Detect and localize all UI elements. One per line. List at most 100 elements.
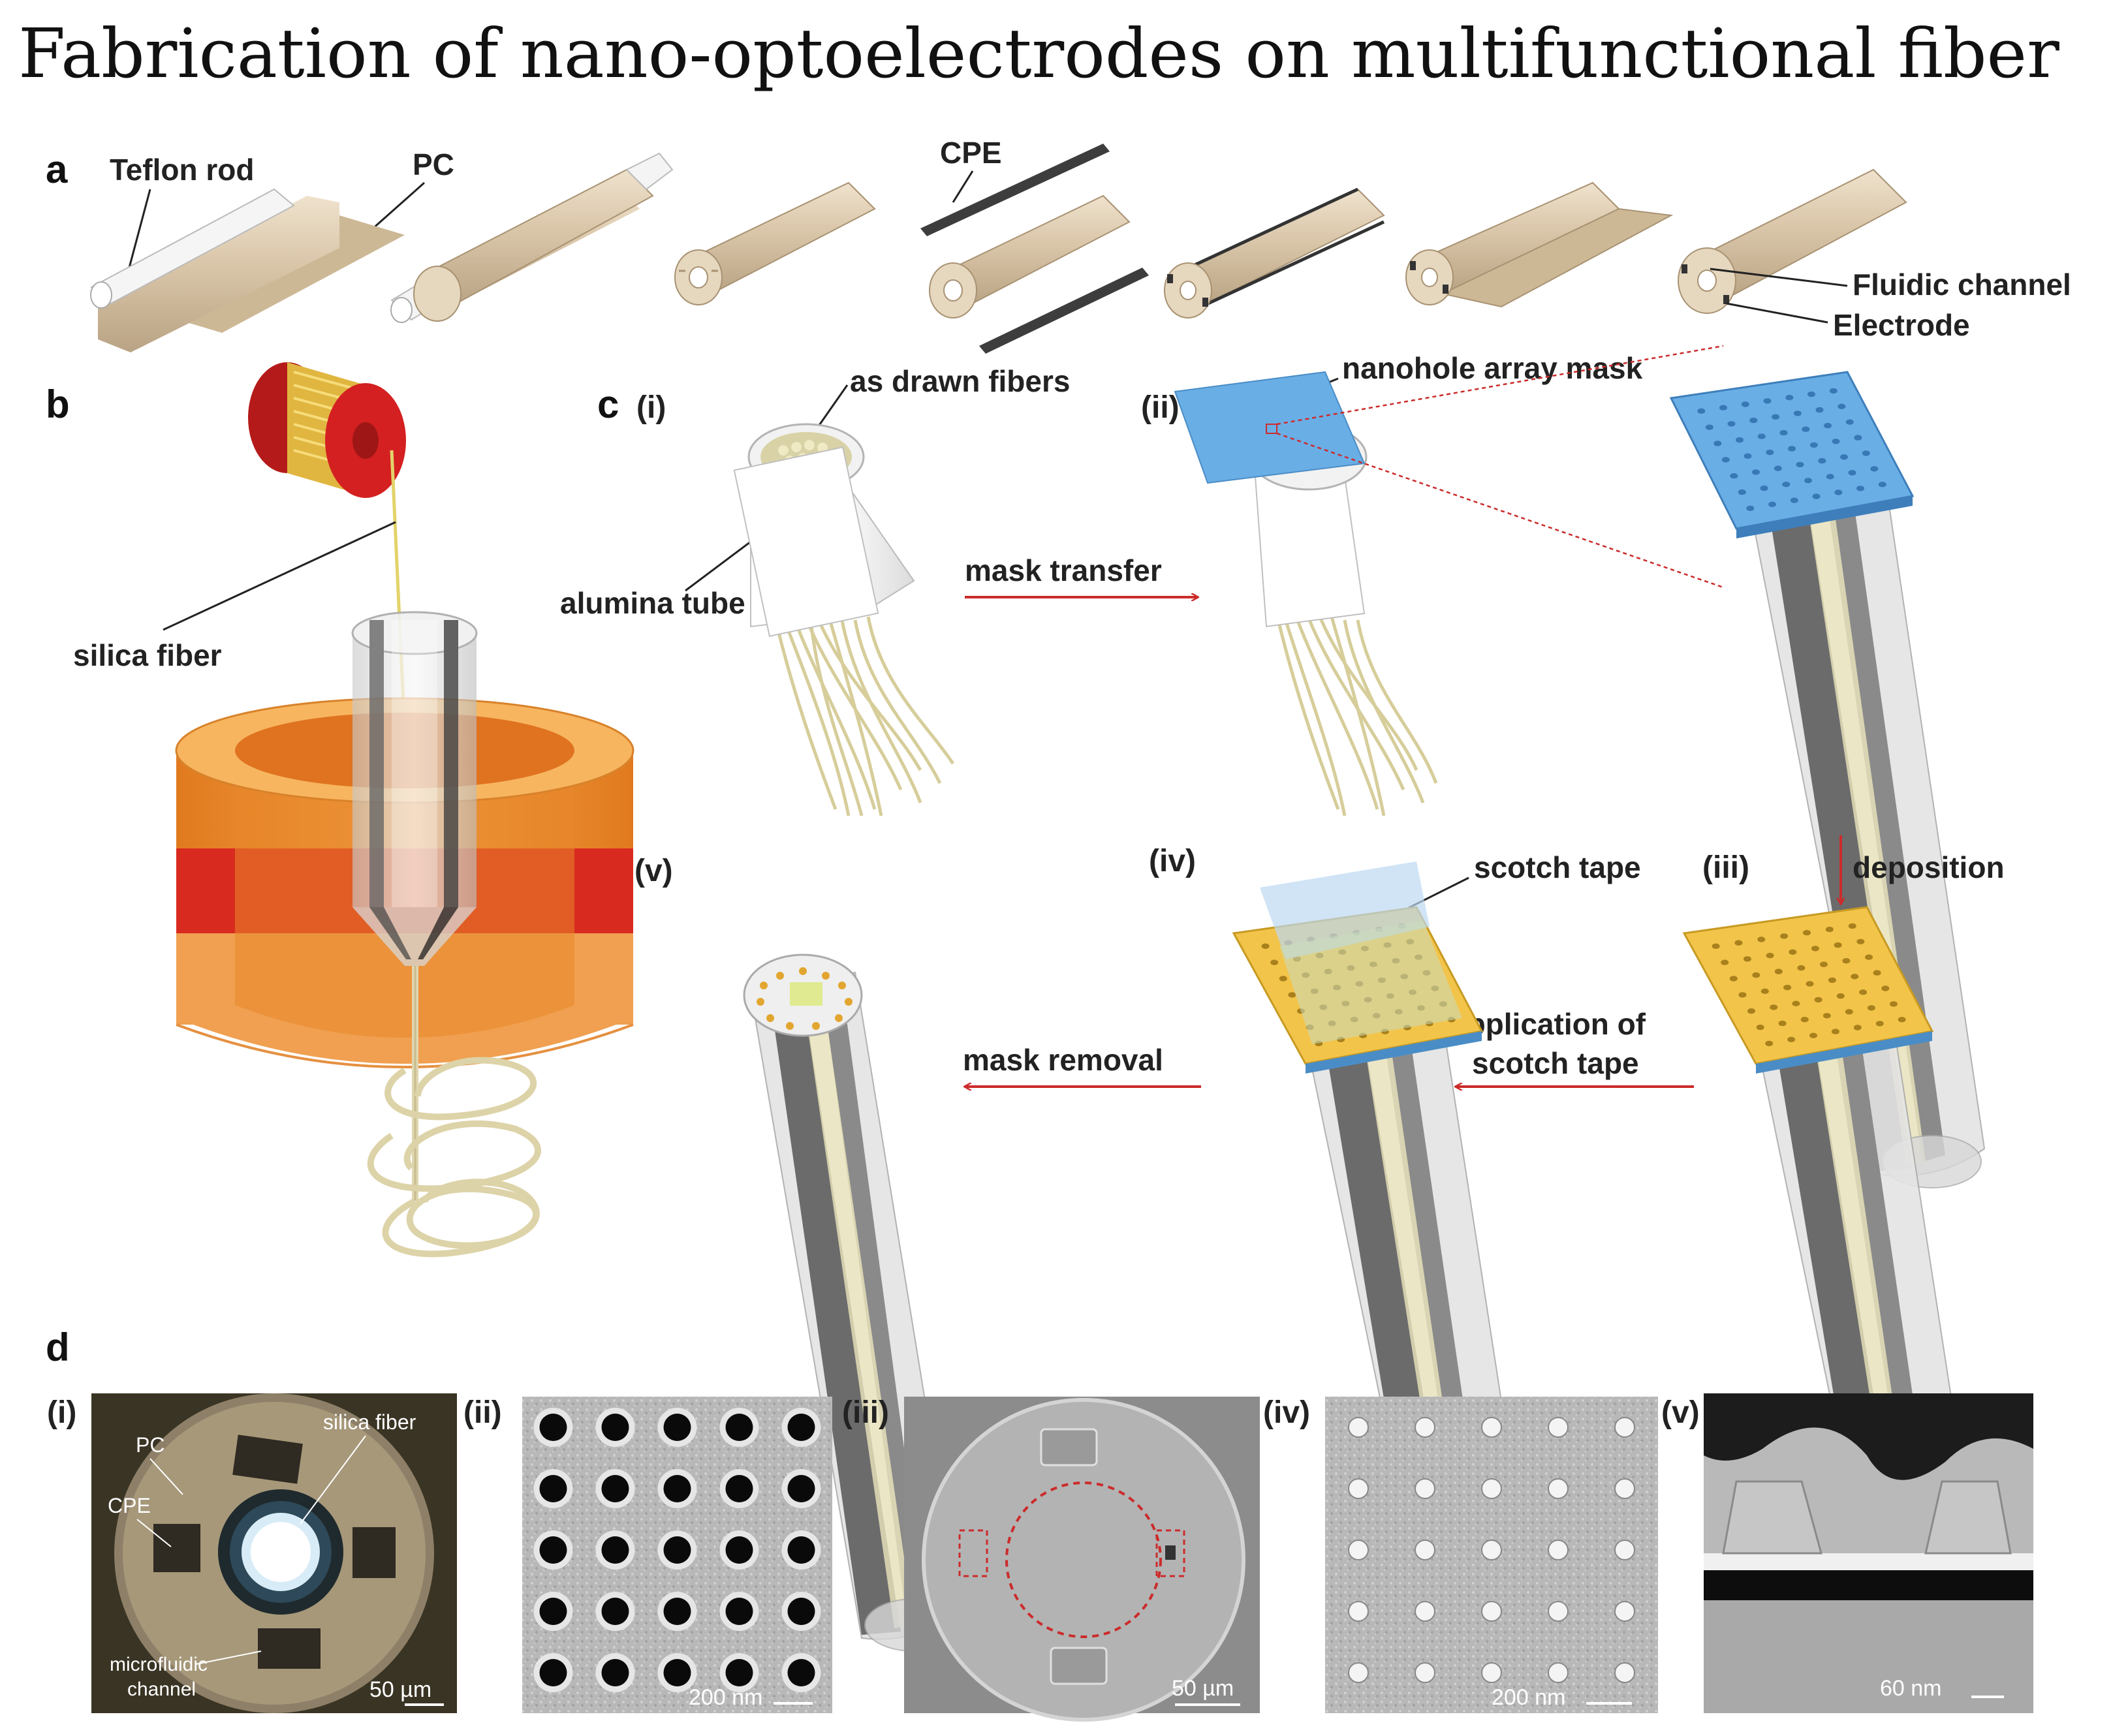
nanohole (1826, 474, 1834, 480)
nanodot (1415, 1662, 1435, 1683)
nanohole (663, 1414, 691, 1441)
nanohole (1783, 984, 1792, 991)
step-a5 (1164, 187, 1385, 318)
nanohole (1853, 1025, 1862, 1031)
nanohole (1782, 482, 1791, 488)
label-fluidic-channel: Fluidic channel (1853, 268, 2071, 302)
nanohole (1809, 442, 1818, 448)
label-pc: PC (413, 147, 454, 181)
nanohole (1778, 1020, 1787, 1027)
label-deposition: deposition (1853, 850, 2005, 884)
fiber-preform (351, 611, 478, 966)
sub-d-i: (i) (47, 1395, 76, 1430)
nanohole (1840, 454, 1848, 460)
nanohole (1744, 453, 1752, 459)
nanohole (1729, 976, 1738, 982)
sub-d-ii: (ii) (463, 1395, 502, 1430)
nanohole (1757, 433, 1766, 439)
nanohole (1865, 954, 1873, 960)
nanohole (1878, 482, 1886, 488)
nanohole (1772, 414, 1779, 420)
image-d-iii: 50 µm (904, 1397, 1260, 1722)
zoom-lines (1276, 345, 1724, 589)
nanohole (1812, 493, 1821, 499)
nanohole (1719, 405, 1727, 411)
nanodot (1548, 1478, 1569, 1499)
nanohole (1802, 426, 1810, 432)
nanohole (663, 1536, 691, 1564)
nanodot (1548, 1417, 1569, 1438)
nanohole (539, 1598, 567, 1625)
label-electrode: Electrode (1833, 308, 1970, 342)
nanohole (725, 1659, 753, 1686)
nanohole (725, 1598, 753, 1625)
nanohole (1796, 461, 1804, 468)
image-d-iv: 200 nm (1325, 1397, 1658, 1713)
nanohole (1814, 997, 1823, 1003)
panel-d: d (i) PC silica fiber CPE microfluidic c… (46, 1325, 2033, 1722)
nanodot (1481, 1478, 1502, 1499)
nanohole (1774, 465, 1782, 471)
nanohole (1807, 391, 1815, 397)
nanohole (1746, 505, 1755, 512)
image-d-v: 60 nm (1704, 1393, 2033, 1713)
nanohole (1790, 497, 1798, 503)
nanohole (1862, 450, 1870, 456)
nanohole (1743, 956, 1751, 962)
nanohole (1829, 388, 1838, 394)
nanohole (1705, 424, 1713, 430)
nanohole (1760, 485, 1768, 491)
nanohole (1809, 1032, 1817, 1038)
nanohole (725, 1414, 753, 1441)
nanodot (1614, 1417, 1635, 1438)
nanohole (787, 1598, 815, 1625)
nanodot (1348, 1417, 1369, 1438)
nanodot (1614, 1662, 1635, 1683)
nanodot (1548, 1601, 1569, 1622)
nanohole (539, 1414, 567, 1441)
step-a1 (90, 188, 405, 352)
nanohole (1747, 1008, 1755, 1014)
nanohole (601, 1659, 629, 1686)
mask-on-tube (1174, 371, 1438, 816)
image-d-ii: 200 nm (522, 1397, 832, 1713)
nanohole (1749, 417, 1758, 424)
scale-d-iv: 200 nm (1492, 1685, 1565, 1710)
nanohole (1898, 1017, 1906, 1023)
sub-d-iv: (iv) (1263, 1395, 1310, 1430)
nanohole (1261, 943, 1270, 950)
nanohole (1832, 439, 1840, 444)
nanohole (1760, 988, 1769, 995)
nanodot (1415, 1601, 1435, 1622)
label-nanohole-array-mask: nanohole array mask (1342, 351, 1643, 385)
nanohole (1873, 970, 1881, 976)
fiber-spool (248, 362, 406, 498)
nanohole (1842, 958, 1851, 964)
nanodot (1548, 1662, 1569, 1683)
nanohole (1774, 969, 1783, 974)
step-a4: CPE (920, 136, 1149, 354)
nanohole (1870, 466, 1879, 472)
scale-d-iii: 50 µm (1172, 1676, 1234, 1701)
nanohole (1875, 1021, 1884, 1027)
nanohole (1756, 1024, 1764, 1031)
nanohole (1788, 446, 1796, 452)
nanohole (539, 1536, 567, 1564)
nanohole (1848, 923, 1856, 929)
figure-title: Fabrication of nano-optoelectrodes on mu… (18, 14, 2059, 93)
nanohole (1854, 435, 1862, 441)
nanohole (1838, 403, 1846, 409)
nanodot (1415, 1540, 1435, 1560)
nanohole (1712, 943, 1720, 950)
nanohole (1848, 470, 1856, 476)
nanohole (1804, 478, 1812, 484)
nanohole (539, 1475, 567, 1502)
label-cpe: CPE (940, 136, 1002, 170)
nanohole (1859, 989, 1868, 995)
step-c-iv: (iv) (1149, 844, 1196, 878)
nanohole (1768, 501, 1776, 507)
nanohole (725, 1475, 753, 1502)
nanohole (539, 1659, 567, 1686)
nanohole (1797, 965, 1806, 971)
nanodot (1614, 1601, 1635, 1622)
